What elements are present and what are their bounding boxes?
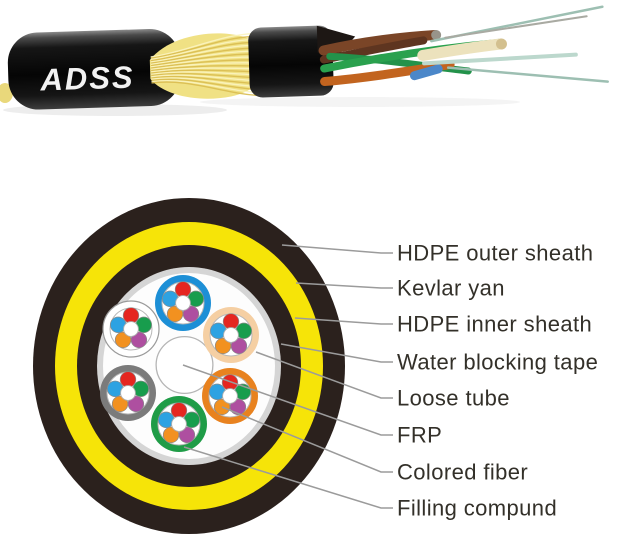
brown-loose-tube — [318, 30, 441, 56]
colored-fiber-red — [222, 313, 240, 330]
center-fiber-white — [120, 385, 136, 401]
diagram-label: Colored fiber — [397, 460, 528, 485]
leader-line — [280, 343, 393, 363]
white-loose-tube — [102, 300, 160, 358]
orange-loose-tube — [202, 368, 258, 424]
center-fiber-white — [223, 327, 239, 343]
leader-line — [182, 364, 393, 436]
optical-fiber — [446, 66, 609, 83]
kevlar-strand — [151, 81, 262, 97]
cable-cross-section — [33, 198, 345, 534]
colored-fiber-red — [174, 281, 192, 298]
center-fiber-white — [123, 321, 139, 337]
leader-line — [294, 317, 393, 325]
cable-shadow — [200, 97, 520, 107]
colored-fiber-red — [119, 371, 137, 388]
kevlar-strand — [150, 32, 260, 58]
frp-rod — [417, 38, 506, 61]
leader-line — [183, 446, 393, 509]
leader-line — [255, 351, 393, 399]
cable-photo: ADSS — [0, 5, 609, 116]
colored-fiber-orange — [214, 337, 232, 355]
diagram-label: Water blocking tape — [397, 350, 598, 375]
diagram-label: HDPE inner sheath — [397, 312, 592, 337]
kevlar-strand — [151, 80, 261, 94]
leader-line — [221, 406, 393, 473]
colored-fiber-orange — [111, 395, 129, 413]
colored-fiber-orange — [162, 426, 180, 444]
cable-inner-collar — [248, 25, 334, 98]
green-loose-tube — [151, 396, 207, 452]
optical-fibers — [422, 5, 609, 83]
leader-line — [281, 244, 393, 254]
blue-loose-tube — [409, 64, 443, 81]
diagram-label: Filling compund — [397, 496, 557, 521]
diagram-label: Loose tube — [397, 386, 510, 411]
center-fiber-white — [171, 416, 187, 432]
optical-fiber — [444, 15, 588, 39]
colored-fiber-red — [170, 402, 188, 419]
kevlar-strand — [150, 35, 260, 59]
center-fiber-white — [175, 295, 191, 311]
gray-loose-tube — [100, 365, 156, 421]
brown-tube-cut-end — [431, 29, 442, 40]
colored-fiber-orange — [114, 331, 132, 349]
optical-fiber — [422, 52, 578, 66]
diagram-label: Kevlar yan — [397, 276, 505, 301]
center-fiber-white — [222, 388, 238, 404]
diagram-label: FRP — [397, 423, 442, 448]
kevlar-strand — [150, 38, 260, 61]
leader-line — [295, 282, 393, 289]
blue-loose-tube — [155, 275, 211, 331]
kevlar-strand — [151, 77, 261, 88]
diagram-label: HDPE outer sheath — [397, 241, 593, 266]
colored-fiber-red — [221, 374, 239, 391]
colored-fiber-red — [122, 307, 140, 324]
kevlar-strand — [151, 78, 261, 91]
frp-rod-tip — [495, 38, 507, 50]
cable-marking: ADSS — [39, 60, 135, 98]
cable-outer-sheath — [7, 29, 181, 110]
tan-loose-tube — [203, 307, 259, 363]
colored-fiber-orange — [166, 305, 184, 323]
leader-lines — [182, 244, 393, 509]
